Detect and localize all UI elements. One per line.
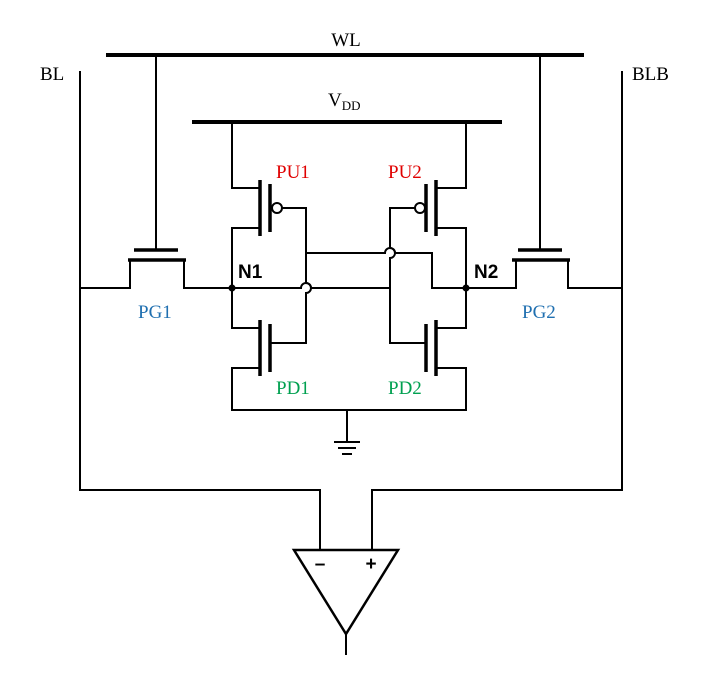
- wl-label: WL: [331, 30, 361, 51]
- vdd-subscript: DD: [342, 98, 361, 113]
- transistor-pg1: [79, 248, 233, 289]
- pg1-label: PG1: [138, 302, 172, 323]
- bitline-blb: [371, 71, 623, 551]
- right-inverter: [389, 121, 467, 411]
- vdd-main: V: [328, 90, 342, 111]
- cross-couple-n2: [305, 247, 467, 289]
- sense-amplifier-icon: [291, 548, 401, 637]
- n2-label: N2: [474, 262, 498, 283]
- pu2-label: PU2: [388, 162, 422, 183]
- amp-minus-label: –: [315, 554, 326, 575]
- node-n2-dot: [462, 284, 470, 292]
- node-n1-dot: [228, 284, 236, 292]
- left-inverter: [231, 121, 312, 411]
- ground-wire: [231, 409, 467, 443]
- blb-label: BLB: [632, 64, 669, 85]
- bl-label: BL: [40, 64, 64, 85]
- bitline-bl: [79, 71, 321, 551]
- ground-icon: [334, 441, 360, 455]
- vdd-label: VDD: [328, 90, 361, 113]
- cross-couple-n1: [231, 282, 391, 289]
- transistor-pg2: [465, 248, 623, 289]
- pd2-label: PD2: [388, 378, 422, 399]
- n1-label: N1: [238, 262, 263, 283]
- amp-plus-label: +: [365, 554, 376, 575]
- pu1-label: PU1: [276, 162, 310, 183]
- pg2-label: PG2: [522, 302, 556, 323]
- pd1-label: PD1: [276, 378, 310, 399]
